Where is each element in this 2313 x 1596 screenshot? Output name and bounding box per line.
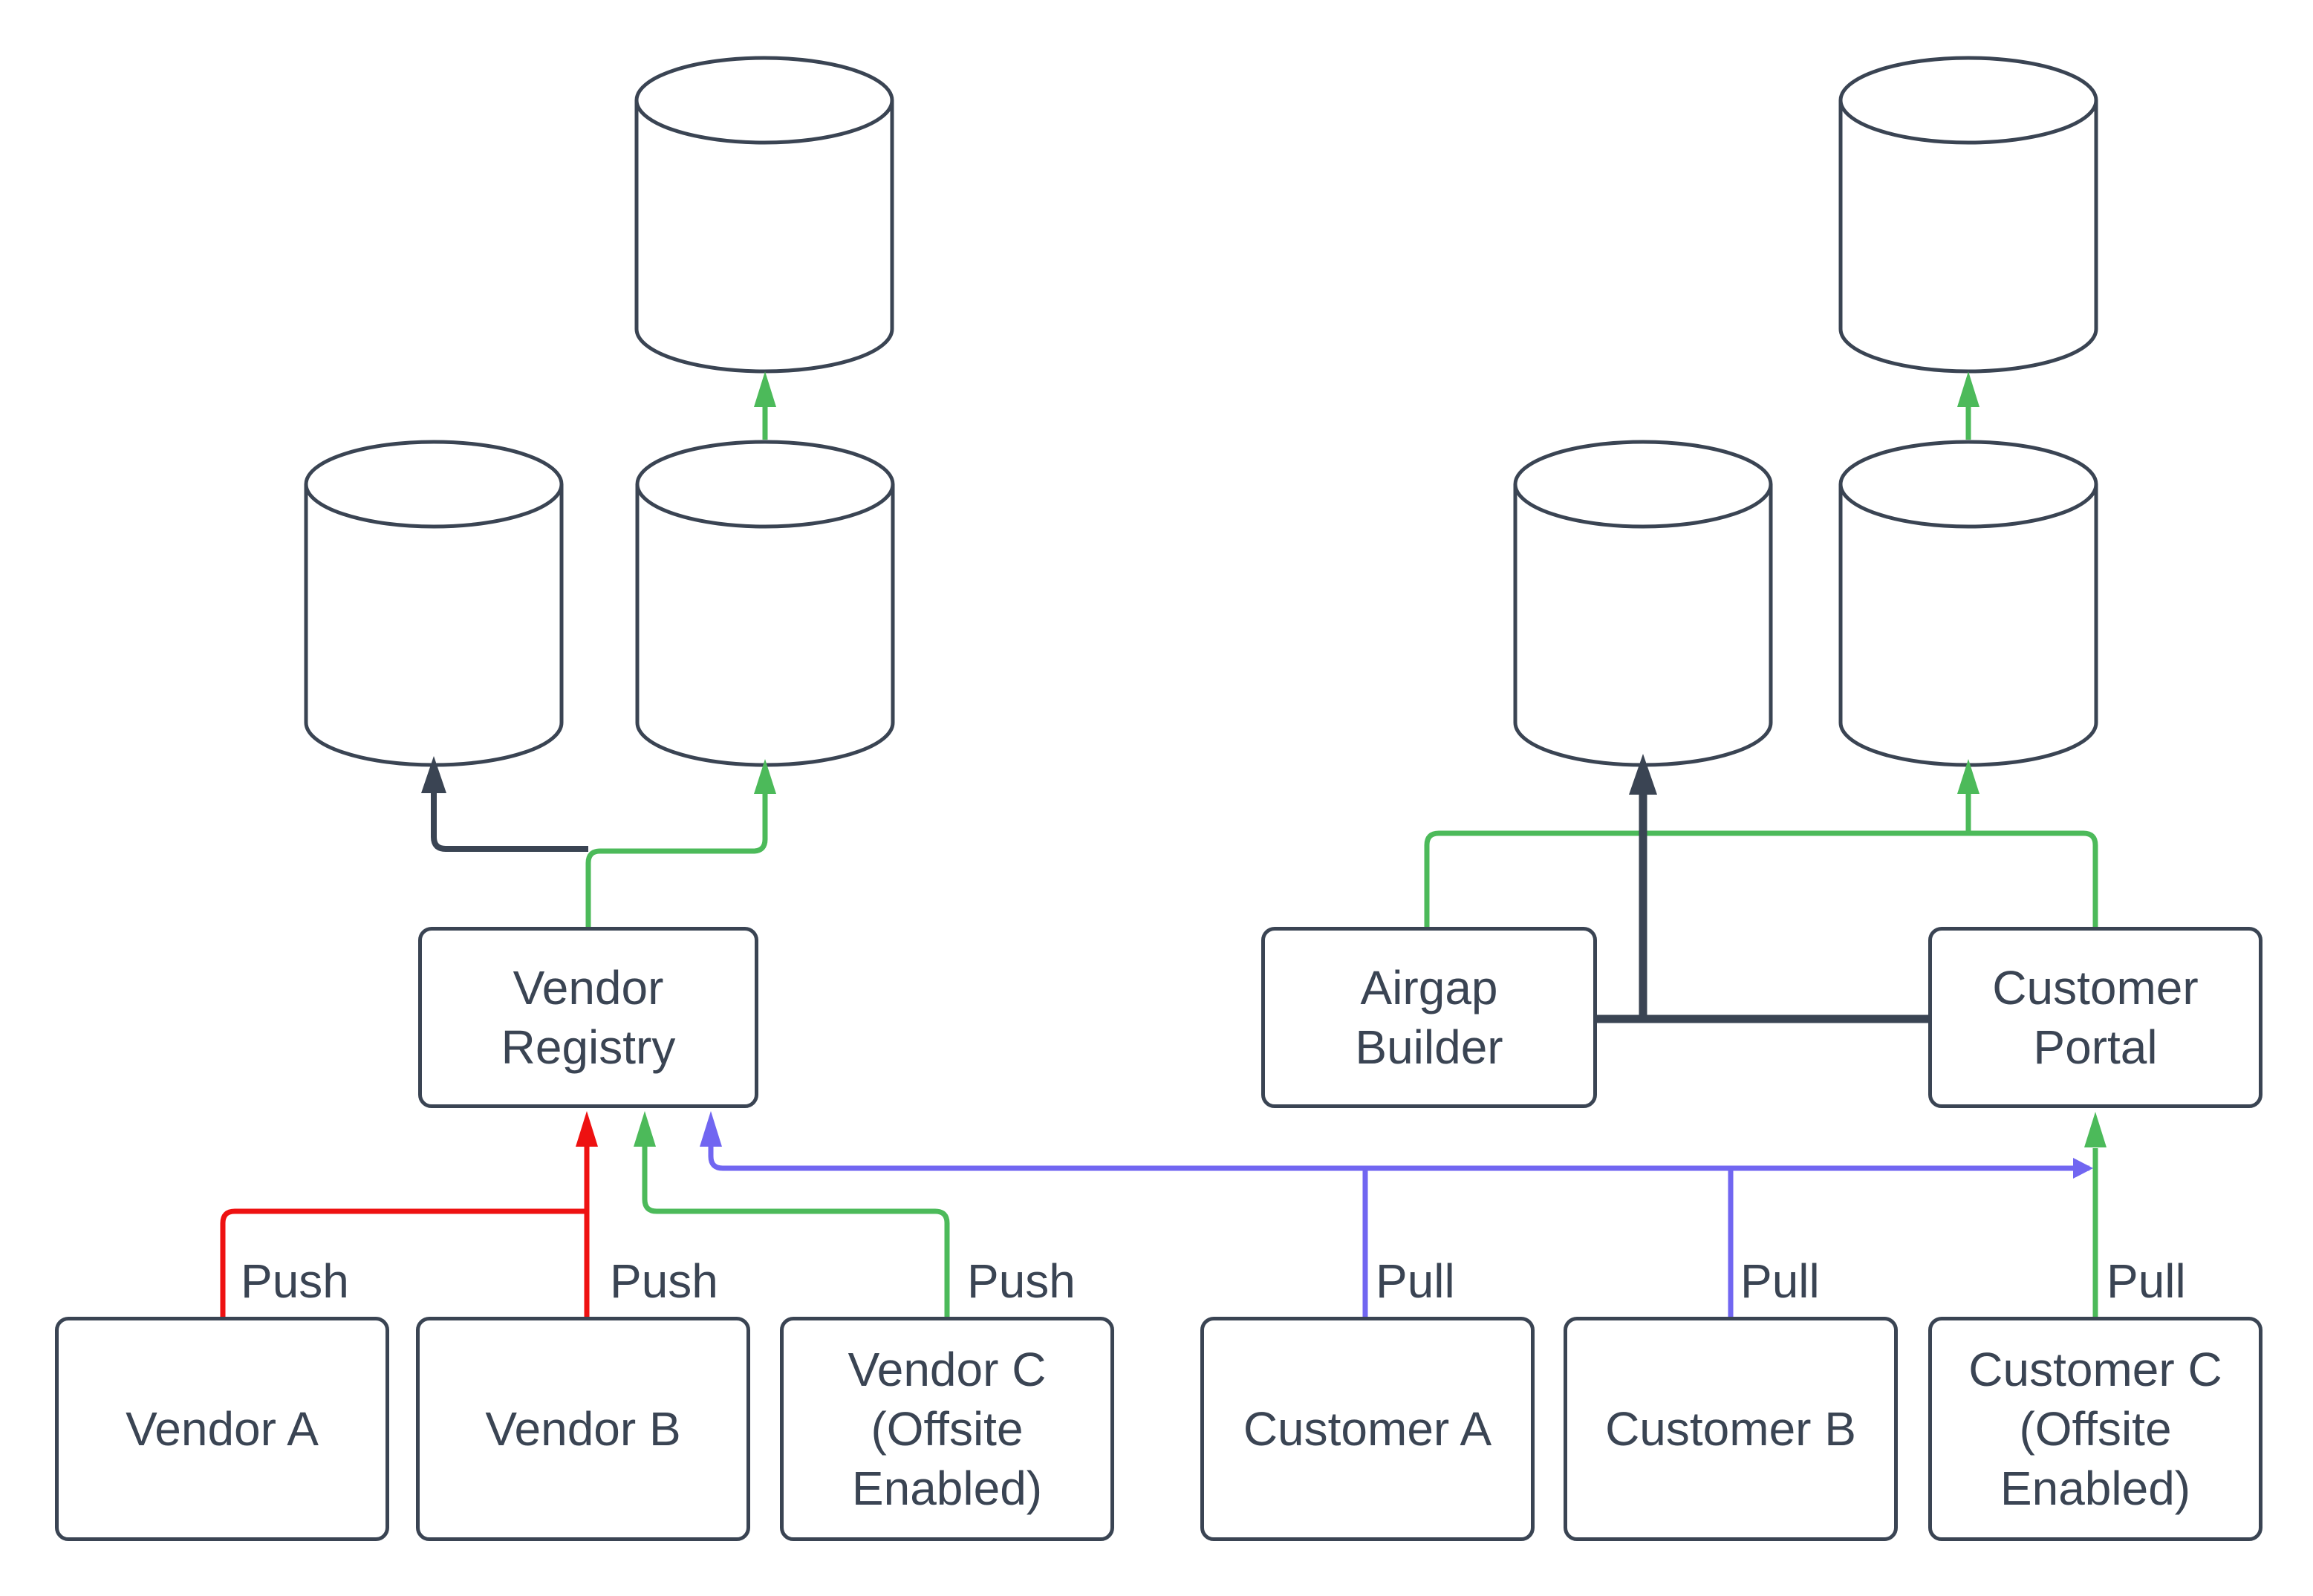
- vendor-registry-node: Vendor Registry: [418, 927, 758, 1108]
- pull-label-customer-b: Pull: [1740, 1254, 1820, 1308]
- registry-data-offsite-label: Registry Data (Offsite Enabled): [669, 515, 861, 747]
- customer-b-node: Customer B: [1564, 1317, 1898, 1541]
- pull-label-customer-a: Pull: [1376, 1254, 1455, 1308]
- edge-link-to-airgap-data: [1629, 754, 1657, 1019]
- edge-customer-portal-to-airgap-builder: [1424, 830, 2098, 927]
- customer-portal-node: Customer Portal: [1928, 927, 2262, 1108]
- vendor-b-node: Vendor B: [416, 1317, 750, 1541]
- push-label-vendor-a: Push: [241, 1254, 349, 1308]
- airgap-builder-label: Airgap Builder: [1355, 961, 1503, 1074]
- airgap-builder-node: Airgap Builder: [1261, 927, 1597, 1108]
- edge-vendor-registry-to-registry-data: [421, 756, 588, 852]
- pull-label-customer-c: Pull: [2107, 1254, 2186, 1308]
- edge-vendor-b-push: [576, 1111, 598, 1317]
- offsite-backup-right-label: Offsite Backup: [1889, 210, 2048, 323]
- push-label-vendor-b: Push: [610, 1254, 718, 1308]
- vendor-c-node: Vendor C (Offsite Enabled): [780, 1317, 1114, 1541]
- airgap-data-label: Airgap Data: [1574, 567, 1712, 680]
- edge-airgap-data-offsite-to-offsite-backup: [1957, 371, 1979, 440]
- customer-portal-label: Customer Portal: [1992, 961, 2199, 1074]
- edge-vendor-registry-to-registry-data-offsite: [585, 759, 776, 927]
- vendor-b-label: Vendor B: [485, 1402, 681, 1456]
- edge-branch-to-airgap-data-offsite: [1957, 759, 1979, 833]
- edge-customer-c-pull: [2084, 1112, 2107, 1317]
- vendor-c-label: Vendor C (Offsite Enabled): [848, 1343, 1047, 1515]
- vendor-a-node: Vendor A: [55, 1317, 389, 1541]
- customer-c-label: Customer C (Offsite Enabled): [1968, 1343, 2222, 1515]
- vendor-registry-label: Vendor Registry: [501, 961, 676, 1074]
- vendor-a-label: Vendor A: [126, 1402, 319, 1456]
- customer-a-node: Customer A: [1200, 1317, 1535, 1541]
- airgap-data-offsite-label: Airgap Data (Offsite Enabled): [1873, 515, 2064, 747]
- customer-a-label: Customer A: [1243, 1402, 1492, 1456]
- edge-registry-data-offsite-to-offsite-backup: [754, 371, 776, 440]
- customer-c-node: Customer C (Offsite Enabled): [1928, 1317, 2262, 1541]
- customer-b-label: Customer B: [1605, 1402, 1856, 1456]
- registry-data-label: Registry Data: [346, 567, 521, 680]
- offsite-backup-left-label: Offsite Backup: [685, 210, 844, 323]
- push-label-vendor-c: Push: [967, 1254, 1076, 1308]
